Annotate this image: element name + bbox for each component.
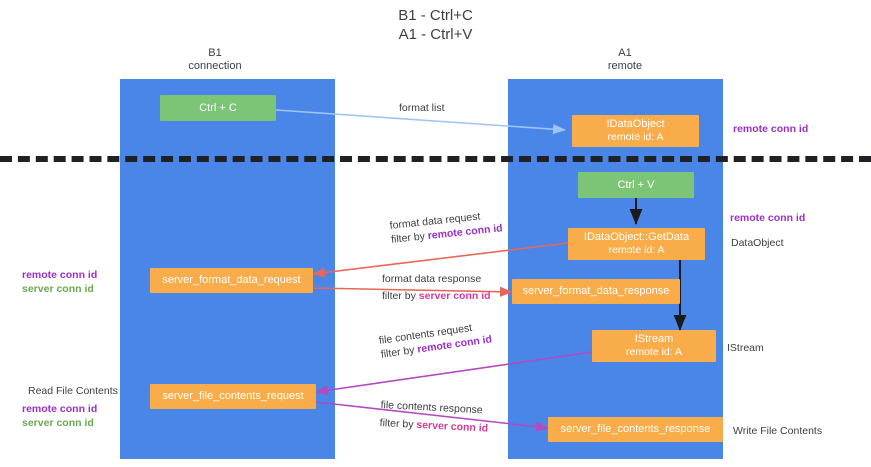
edge-label-format-data-response: format data response filter by server co… bbox=[382, 272, 491, 303]
annotation-text: DataObject bbox=[731, 237, 784, 249]
filter-prefix: filter by bbox=[380, 343, 419, 361]
filter-key-server-conn-id: server conn id bbox=[416, 418, 489, 435]
annotation-right-remote-conn-id-top: remote conn id bbox=[733, 122, 808, 136]
filter-prefix: filter by bbox=[390, 230, 429, 246]
node-server-format-data-request[interactable]: server_format_data_request bbox=[150, 268, 313, 293]
node-ctrl-c-label: Ctrl + C bbox=[199, 101, 237, 114]
annotation-text: IStream bbox=[727, 342, 764, 354]
node-ctrl-c[interactable]: Ctrl + C bbox=[160, 95, 276, 121]
node-idataobject-getdata[interactable]: IDataObject::GetData remote id: A bbox=[568, 228, 705, 260]
node-idataobject-getdata-line2: remote id: A bbox=[608, 244, 665, 256]
annotation-left-conn-ids: remote conn id server conn id bbox=[22, 268, 97, 296]
node-server-format-data-request-label: server_format_data_request bbox=[162, 274, 301, 286]
annotation-right-dataobject: DataObject bbox=[731, 236, 784, 250]
node-server-file-contents-response[interactable]: server_file_contents_response bbox=[548, 417, 723, 442]
filter-prefix: filter by bbox=[382, 290, 419, 302]
annotation-text: remote conn id bbox=[730, 212, 806, 224]
column-header-b1-name: B1 bbox=[208, 47, 222, 59]
edge-label-file-contents-request: file contents request filter by remote c… bbox=[378, 318, 493, 361]
annotation-right-remote-conn-id-mid: remote conn id bbox=[730, 211, 805, 225]
annotation-left-read-file-contents: Read File Contents bbox=[28, 384, 118, 398]
node-idataobject-line2: remote id: A bbox=[607, 131, 664, 143]
edge-label-file-contents-response-main: file contents response bbox=[380, 398, 483, 417]
annotation-right-write-file-contents: Write File Contents bbox=[733, 424, 822, 438]
node-istream-line2: remote id: A bbox=[625, 346, 683, 358]
column-header-b1: B1 connection bbox=[155, 47, 275, 73]
edge-label-file-contents-response-filter: filter by server conn id bbox=[379, 416, 488, 436]
edge-label-file-contents-response: file contents response filter by server … bbox=[379, 398, 489, 436]
annotation-left-remote-conn-id: remote conn id bbox=[22, 269, 98, 281]
node-istream[interactable]: IStream remote id: A bbox=[592, 330, 716, 362]
column-header-b1-sub: connection bbox=[188, 60, 242, 72]
edge-label-format-data-request: format data request filter by remote con… bbox=[389, 207, 503, 247]
title-line-2: A1 - Ctrl+V bbox=[398, 26, 473, 43]
annotation-left-server-conn-id: server conn id bbox=[22, 283, 94, 295]
node-ctrl-v-label: Ctrl + V bbox=[617, 178, 655, 191]
column-header-a1: A1 remote bbox=[565, 47, 685, 73]
filter-prefix: filter by bbox=[379, 416, 417, 431]
node-server-file-contents-response-label: server_file_contents_response bbox=[560, 423, 711, 435]
annotation-left-bottom-conn-ids: remote conn id server conn id bbox=[22, 402, 97, 430]
annotation-text: remote conn id bbox=[733, 123, 809, 135]
node-idataobject[interactable]: IDataObject remote id: A bbox=[572, 115, 699, 147]
filter-key-server-conn-id: server conn id bbox=[418, 290, 491, 302]
annotation-left-bottom-remote-conn-id: remote conn id bbox=[22, 403, 98, 415]
annotation-text: Read File Contents bbox=[28, 385, 118, 397]
annotation-right-istream: IStream bbox=[727, 341, 764, 355]
node-server-format-data-response[interactable]: server_format_data_response bbox=[512, 279, 680, 304]
edge-label-format-data-response-filter: filter by server conn id bbox=[382, 289, 491, 303]
annotation-text: Write File Contents bbox=[733, 425, 823, 437]
node-idataobject-getdata-line1: IDataObject::GetData bbox=[583, 231, 690, 243]
annotation-left-bottom-server-conn-id: server conn id bbox=[22, 417, 94, 429]
column-header-a1-sub: remote bbox=[607, 60, 643, 72]
diagram-title: B1 - Ctrl+C A1 - Ctrl+V bbox=[0, 6, 871, 44]
edge-label-format-data-response-main: format data response bbox=[382, 273, 482, 285]
node-server-file-contents-request[interactable]: server_file_contents_request bbox=[150, 384, 316, 409]
title-line-1: B1 - Ctrl+C bbox=[398, 7, 473, 24]
node-idataobject-line1: IDataObject bbox=[606, 118, 665, 130]
node-server-file-contents-request-label: server_file_contents_request bbox=[162, 390, 304, 402]
node-server-format-data-response-label: server_format_data_response bbox=[522, 285, 670, 297]
node-istream-line1: IStream bbox=[634, 333, 674, 345]
column-header-a1-name: A1 bbox=[618, 47, 632, 59]
phase-divider bbox=[0, 156, 871, 162]
edge-label-format-list: format list bbox=[399, 102, 445, 114]
node-ctrl-v[interactable]: Ctrl + V bbox=[578, 172, 694, 198]
